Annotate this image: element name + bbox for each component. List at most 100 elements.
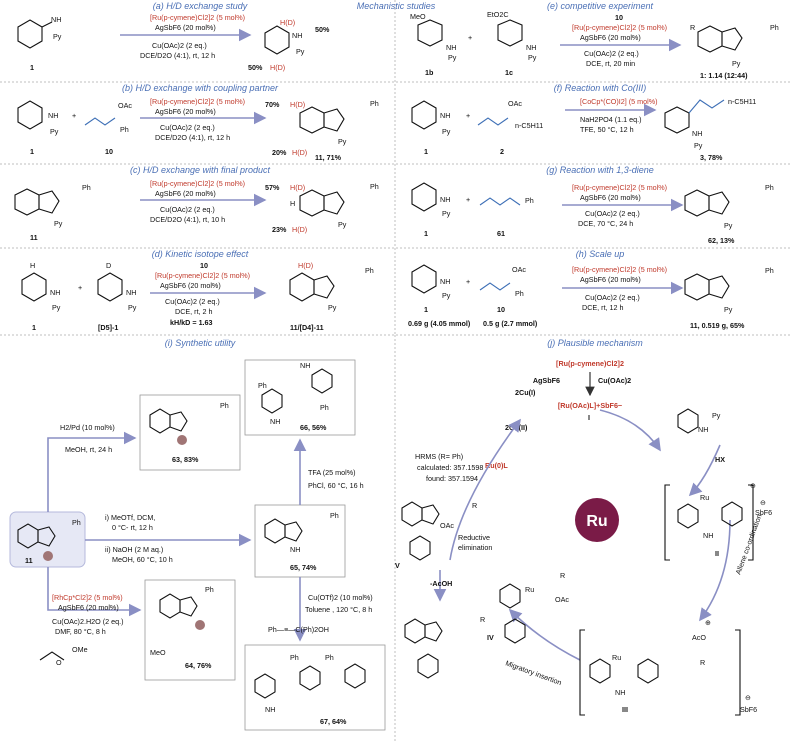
- svg-text:1: 1: [424, 305, 428, 314]
- svg-text:OAc: OAc: [440, 521, 454, 530]
- directing-group-ball: [43, 551, 53, 561]
- svg-text:67, 64%: 67, 64%: [320, 717, 347, 726]
- svg-text:+: +: [78, 283, 82, 292]
- svg-text:[Ru(p-cymene)Cl2]2 (5 mol%): [Ru(p-cymene)Cl2]2 (5 mol%): [572, 183, 667, 192]
- svg-text:NH: NH: [440, 111, 450, 120]
- svg-text:D: D: [106, 261, 111, 270]
- panel-h: NH Py 1 0.69 g (4.05 mmol) + OAc Ph 10 0…: [408, 264, 774, 330]
- svg-text:n-C5H11: n-C5H11: [728, 97, 756, 106]
- header-b: (b) H/D exchange with coupling partner: [122, 83, 279, 93]
- svg-text:AgSbF6 (20 mol%): AgSbF6 (20 mol%): [155, 107, 216, 116]
- svg-text:1: 1: [424, 147, 428, 156]
- svg-text:III: III: [622, 705, 628, 714]
- svg-text:H(D): H(D): [292, 225, 307, 234]
- svg-text:Migratory insertion: Migratory insertion: [504, 658, 563, 687]
- svg-text:10: 10: [200, 261, 208, 270]
- header-c: (c) H/D exchange with final product: [130, 165, 271, 175]
- svg-text:AgSbF6 (20 mol%): AgSbF6 (20 mol%): [580, 275, 641, 284]
- svg-text:Ph: Ph: [765, 183, 774, 192]
- svg-text:Py: Py: [448, 53, 457, 62]
- svg-text:Ru: Ru: [525, 585, 534, 594]
- svg-text:kH/kD = 1.63: kH/kD = 1.63: [170, 318, 213, 327]
- svg-text:NH: NH: [126, 288, 136, 297]
- svg-text:Py: Py: [528, 53, 537, 62]
- svg-text:Py: Py: [54, 219, 63, 228]
- svg-text:62, 13%: 62, 13%: [708, 236, 735, 245]
- header-g: (g) Reaction with 1,3-diene: [546, 165, 654, 175]
- svg-text:[RhCp*Cl2]2 (5 mol%): [RhCp*Cl2]2 (5 mol%): [52, 593, 123, 602]
- svg-text:DCE, rt, 20 min: DCE, rt, 20 min: [586, 59, 635, 68]
- panel-c: Ph Py 11 [Ru(p-cymene)Cl2]2 (5 mol%) AgS…: [14, 179, 379, 242]
- svg-text:DCE/D2O (4:1), rt, 12 h: DCE/D2O (4:1), rt, 12 h: [140, 51, 215, 60]
- svg-text:Ph: Ph: [320, 403, 329, 412]
- svg-text:11, 71%: 11, 71%: [315, 153, 342, 162]
- svg-text:I: I: [588, 413, 590, 422]
- svg-text:NH: NH: [51, 15, 61, 24]
- svg-text:NH: NH: [692, 129, 702, 138]
- svg-text:SbF6: SbF6: [755, 508, 772, 517]
- svg-text:+: +: [72, 111, 76, 120]
- svg-text:Py: Py: [732, 59, 741, 68]
- svg-text:NH: NH: [300, 361, 310, 370]
- product-63-box: [139, 394, 241, 471]
- svg-text:Toluene , 120 °C, 8 h: Toluene , 120 °C, 8 h: [305, 605, 372, 614]
- svg-text:OAc: OAc: [118, 101, 132, 110]
- svg-text:H(D): H(D): [280, 18, 295, 27]
- svg-text:H(D): H(D): [292, 148, 307, 157]
- svg-text:Py: Py: [328, 303, 337, 312]
- svg-text:H2/Pd (10 mol%): H2/Pd (10 mol%): [60, 423, 115, 432]
- svg-text:1: 1: [30, 147, 34, 156]
- svg-text:NH: NH: [50, 288, 60, 297]
- svg-text:Ph: Ph: [770, 23, 779, 32]
- product-66-box: [244, 359, 356, 436]
- svg-text:AgSbF6: AgSbF6: [533, 376, 560, 385]
- svg-text:AgSbF6 (20 mol%): AgSbF6 (20 mol%): [155, 189, 216, 198]
- svg-text:Py: Py: [694, 141, 703, 150]
- svg-text:H(D): H(D): [290, 100, 305, 109]
- svg-text:Cu(OTf)2 (10 mol%): Cu(OTf)2 (10 mol%): [308, 593, 373, 602]
- panel-e: MeO NH Py 1b + EtO2C NH Py 1c 10 [Ru(p-c…: [410, 10, 779, 80]
- svg-text:NH: NH: [446, 43, 456, 52]
- svg-text:OAc: OAc: [555, 595, 569, 604]
- svg-text:MeO: MeO: [410, 12, 426, 21]
- svg-text:Ru: Ru: [612, 653, 621, 662]
- svg-text:Py: Py: [296, 47, 305, 56]
- svg-text:Py: Py: [724, 221, 733, 230]
- svg-text:Py: Py: [442, 209, 451, 218]
- panel-d: H NH Py 1 + D NH Py [D5]-1 10 [Ru(p-cyme…: [21, 261, 374, 332]
- svg-text:Cu(OAc)2 (2 eq.): Cu(OAc)2 (2 eq.): [585, 209, 640, 218]
- product-64-box: [144, 579, 236, 681]
- svg-text:23%: 23%: [272, 225, 287, 234]
- svg-text:Cu(OAc)2 (2 eq.): Cu(OAc)2 (2 eq.): [160, 205, 215, 214]
- svg-text:Cu(OAc)2 (2 eq.): Cu(OAc)2 (2 eq.): [584, 49, 639, 58]
- svg-text:11: 11: [30, 233, 38, 242]
- svg-text:⊕: ⊕: [705, 618, 711, 627]
- svg-text:Ph: Ph: [370, 182, 379, 191]
- svg-text:AgSbF6 (20 mol%): AgSbF6 (20 mol%): [58, 603, 119, 612]
- header-a: (a) H/D exchange study: [153, 1, 248, 11]
- svg-text:DCE, rt, 12 h: DCE, rt, 12 h: [582, 303, 624, 312]
- svg-text:11, 0.519 g, 65%: 11, 0.519 g, 65%: [690, 321, 745, 330]
- svg-text:+: +: [468, 33, 472, 42]
- svg-text:NH: NH: [440, 277, 450, 286]
- svg-text:R: R: [472, 501, 477, 510]
- svg-text:1b: 1b: [425, 68, 434, 77]
- panel-j: [Ru(p-cymene)Cl2]2 AgSbF6 Cu(OAc)2 2Cu(I…: [395, 359, 772, 716]
- svg-text:NH: NH: [265, 705, 275, 714]
- svg-text:H(D): H(D): [270, 63, 285, 72]
- svg-text:[Ru(p-cymene)Cl2]2 (5 mol%): [Ru(p-cymene)Cl2]2 (5 mol%): [572, 265, 667, 274]
- svg-text:DCE, 70 °C, 24 h: DCE, 70 °C, 24 h: [578, 219, 633, 228]
- svg-text:DCE/D2O (4:1), rt, 10 h: DCE/D2O (4:1), rt, 10 h: [150, 215, 225, 224]
- svg-text:elimination: elimination: [458, 543, 492, 552]
- svg-text:MeOH, rt, 24 h: MeOH, rt, 24 h: [65, 445, 112, 454]
- svg-text:NH: NH: [270, 417, 280, 426]
- svg-text:Py: Py: [50, 127, 59, 136]
- svg-text:R: R: [480, 615, 485, 624]
- svg-text:0.69 g (4.05 mmol): 0.69 g (4.05 mmol): [408, 319, 471, 328]
- svg-text:NaH2PO4 (1.1 eq.): NaH2PO4 (1.1 eq.): [580, 115, 642, 124]
- svg-text:⊖: ⊖: [760, 498, 766, 507]
- svg-text:Ph: Ph: [325, 653, 334, 662]
- ruthenium-badge: [575, 498, 619, 542]
- svg-text:50%: 50%: [248, 63, 263, 72]
